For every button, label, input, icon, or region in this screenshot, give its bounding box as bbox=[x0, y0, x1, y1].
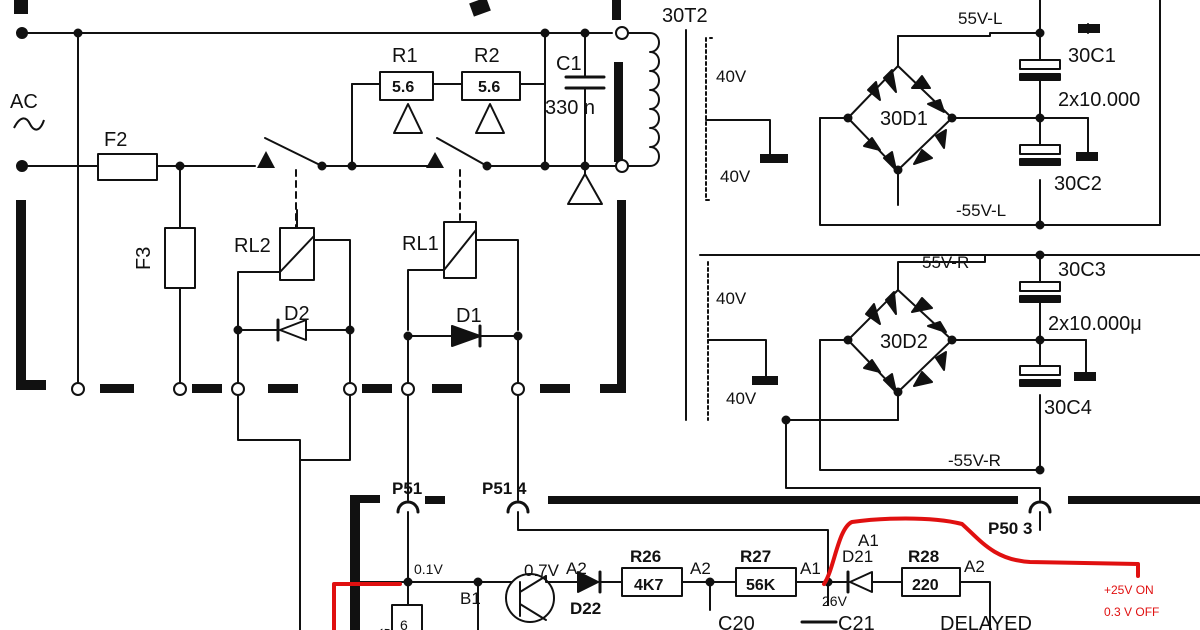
ac-tilde-icon bbox=[13, 117, 45, 131]
label-30c2: 30C2 bbox=[1054, 173, 1102, 195]
transformer-primary-coil bbox=[627, 32, 660, 167]
label-b1: B1 bbox=[460, 589, 481, 608]
label-d21: D21 bbox=[842, 547, 873, 566]
delay-circuit bbox=[359, 567, 991, 630]
junction-dots-top bbox=[317, 28, 590, 171]
label-c1: C1 bbox=[556, 53, 582, 75]
label-p51-4: P51 4 bbox=[482, 479, 527, 498]
label-r28-value: 220 bbox=[912, 577, 939, 594]
label-a1-2: A1 bbox=[858, 531, 879, 550]
label-c20: C20 bbox=[718, 613, 755, 630]
label-rl2: RL2 bbox=[234, 235, 271, 257]
label-minus-55v-l: -55V-L bbox=[956, 201, 1006, 220]
resistor-r2 bbox=[461, 71, 521, 101]
relay-rl1-coil bbox=[407, 221, 519, 331]
red-annotations bbox=[332, 516, 1140, 630]
labels: AC F2 F3 R1 5.6 R2 5.6 C1 330 n RL2 RL1 … bbox=[10, 5, 1159, 630]
label-26v: 26V bbox=[822, 593, 848, 609]
lower-wiring bbox=[237, 394, 1041, 630]
label-c21: C21 bbox=[838, 613, 875, 630]
label-r28: R28 bbox=[908, 547, 939, 566]
label-a2-2: A2 bbox=[690, 559, 711, 578]
connector-hooks bbox=[396, 500, 1052, 514]
relay-leads-down bbox=[237, 329, 519, 383]
capacitor-c1 bbox=[564, 75, 606, 90]
caps-30c1-30c2 bbox=[1019, 23, 1089, 166]
secondary-l-dots bbox=[843, 28, 1045, 230]
frame-bars bbox=[14, 0, 1200, 630]
label-r26: R26 bbox=[630, 547, 661, 566]
label-delayed: DELAYED bbox=[940, 613, 1032, 630]
label-rl1: RL1 bbox=[402, 233, 439, 255]
secondary-r-winding bbox=[699, 254, 1200, 471]
connector-terminals bbox=[71, 382, 525, 396]
label-minus-55v-r: -55V-R bbox=[948, 451, 1001, 470]
label-40v-a: 40V bbox=[716, 67, 747, 86]
label-55v-r: 55V-R bbox=[922, 253, 969, 272]
relay-rl2-coil bbox=[237, 209, 351, 331]
label-d1: D1 bbox=[456, 305, 482, 327]
label-30c4: 30C4 bbox=[1044, 397, 1092, 419]
label-edge-box: 6 bbox=[400, 617, 408, 630]
relay-contact-triangles bbox=[257, 151, 444, 168]
label-p50-3: P50 3 bbox=[988, 519, 1032, 538]
label-30d2: 30D2 bbox=[880, 331, 928, 353]
diode-d2 bbox=[237, 318, 351, 342]
label-0-1v: 0.1V bbox=[414, 561, 443, 577]
primary-terminals bbox=[615, 26, 629, 173]
bridge-30d2 bbox=[847, 254, 1041, 471]
label-r1: R1 bbox=[392, 45, 418, 67]
soft-start-network bbox=[264, 32, 618, 229]
secondary-r-dots bbox=[781, 250, 1045, 475]
label-a2-1: A2 bbox=[566, 559, 587, 578]
ac-input-wiring bbox=[21, 32, 613, 383]
label-f3: F3 bbox=[133, 247, 155, 270]
label-a1-1: A1 bbox=[800, 559, 821, 578]
label-30d1: 30D1 bbox=[880, 108, 928, 130]
ac-input-terminals bbox=[16, 27, 185, 172]
label-r27: R27 bbox=[740, 547, 771, 566]
label-40v-c: 40V bbox=[716, 289, 747, 308]
label-edge-digit: 5 bbox=[377, 628, 393, 630]
label-ac: AC bbox=[10, 91, 38, 113]
label-cap-l: 2x10.000 bbox=[1058, 89, 1140, 111]
diode-d1 bbox=[407, 324, 519, 348]
label-d22: D22 bbox=[570, 599, 601, 618]
label-30t2: 30T2 bbox=[662, 5, 708, 27]
label-cap-r: 2x10.000μ bbox=[1048, 313, 1142, 335]
note-0-3v-off: 0.3 V OFF bbox=[1104, 605, 1159, 619]
label-40v-d: 40V bbox=[726, 389, 757, 408]
label-r1-value: 5.6 bbox=[392, 79, 414, 96]
label-55v-l: 55V-L bbox=[958, 9, 1002, 28]
resistor-r1 bbox=[379, 71, 434, 101]
label-a2-3: A2 bbox=[964, 557, 985, 576]
label-30c1: 30C1 bbox=[1068, 45, 1116, 67]
label-r26-value: 4K7 bbox=[634, 577, 663, 594]
label-30c3: 30C3 bbox=[1058, 259, 1106, 281]
bridge-30d1 bbox=[847, 0, 1041, 226]
fuse-f3 bbox=[164, 227, 196, 289]
label-r2: R2 bbox=[474, 45, 500, 67]
fuse-f2 bbox=[97, 153, 158, 181]
caps-30c3-30c4 bbox=[1019, 281, 1087, 387]
warning-triangles bbox=[393, 103, 603, 205]
label-f2: F2 bbox=[104, 129, 127, 151]
label-c1-value: 330 n bbox=[545, 97, 595, 119]
label-40v-b: 40V bbox=[720, 167, 751, 186]
secondary-l-winding bbox=[705, 0, 1161, 226]
label-r2-value: 5.6 bbox=[478, 79, 500, 96]
label-r27-value: 56K bbox=[746, 577, 776, 594]
note-25v-on: +25V ON bbox=[1104, 583, 1154, 597]
label-0-7v: 0.7V bbox=[524, 561, 560, 580]
label-d2: D2 bbox=[284, 303, 310, 325]
label-p51: P51 bbox=[392, 479, 422, 498]
